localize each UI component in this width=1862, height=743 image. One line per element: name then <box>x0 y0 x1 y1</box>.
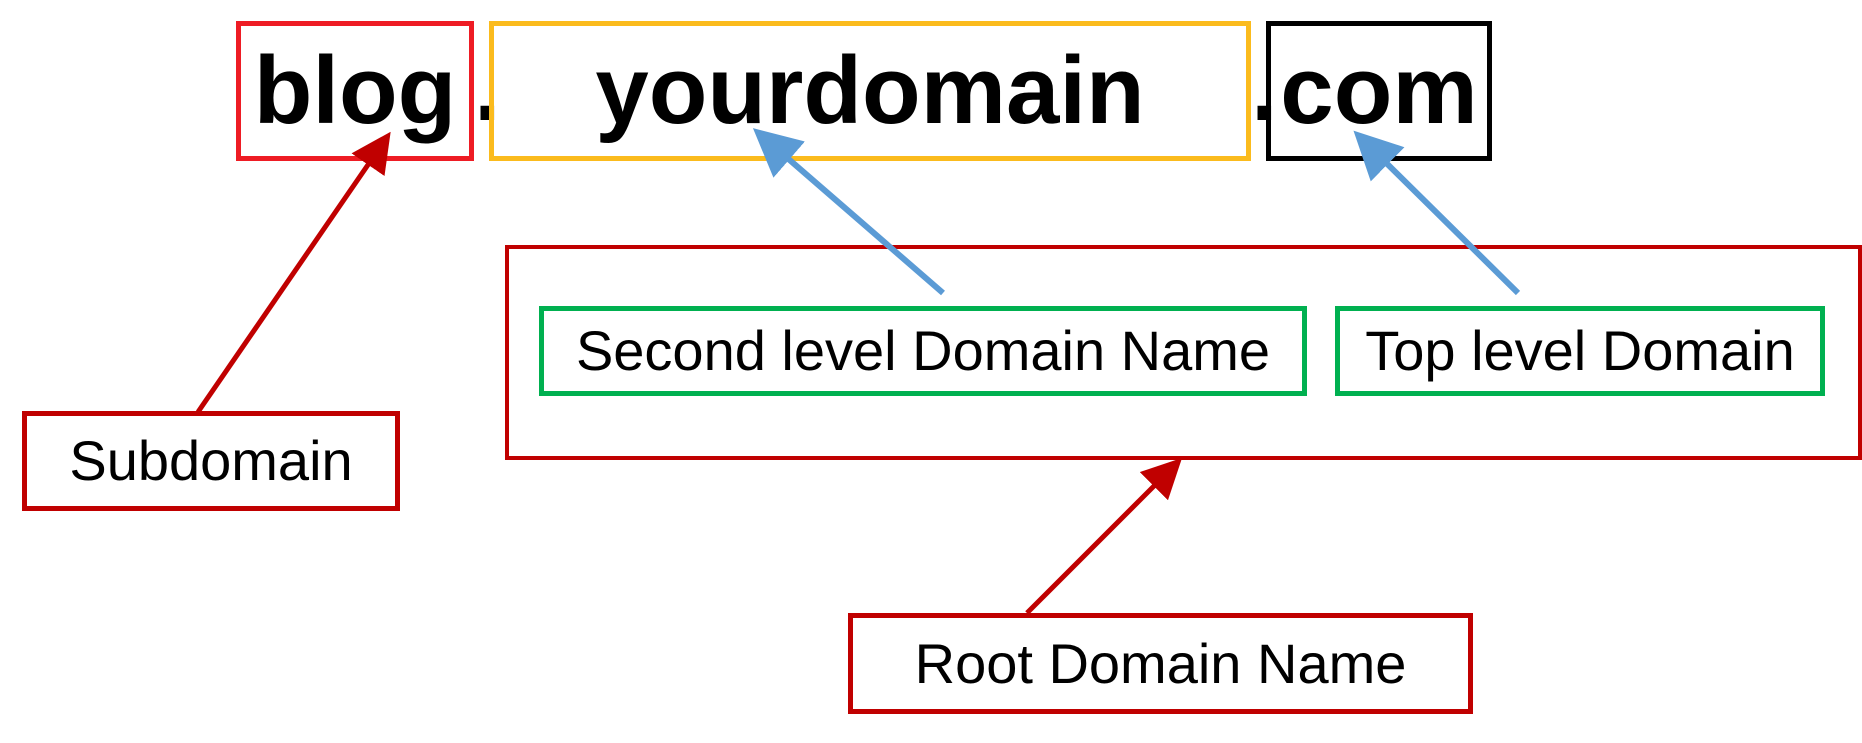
top-level-arrow <box>1353 130 1521 296</box>
second-level-part-text: yourdomain <box>595 37 1145 144</box>
subdomain-arrow <box>195 131 391 414</box>
tld-part-text: com <box>1280 37 1478 144</box>
second-level-arrow <box>752 128 945 296</box>
second-level-label-box: Second level Domain Name <box>539 306 1307 396</box>
subdomain-part-text: blog <box>253 37 457 144</box>
subdomain-label-box: Subdomain <box>22 411 400 511</box>
subdomain-label: Subdomain <box>69 429 353 492</box>
root-domain-container-box <box>505 245 1862 460</box>
top-level-label: Top level Domain <box>1365 319 1795 382</box>
root-domain-arrow <box>1025 457 1183 615</box>
second-level-label: Second level Domain Name <box>575 319 1271 382</box>
dot-separator-2: . <box>1251 34 1278 141</box>
top-level-label-box: Top level Domain <box>1335 306 1825 396</box>
dot-separator-1: . <box>474 34 501 141</box>
root-domain-label: Root Domain Name <box>914 631 1407 695</box>
second-level-part-box: yourdomain <box>489 21 1251 161</box>
root-domain-label-box: Root Domain Name <box>848 613 1473 714</box>
